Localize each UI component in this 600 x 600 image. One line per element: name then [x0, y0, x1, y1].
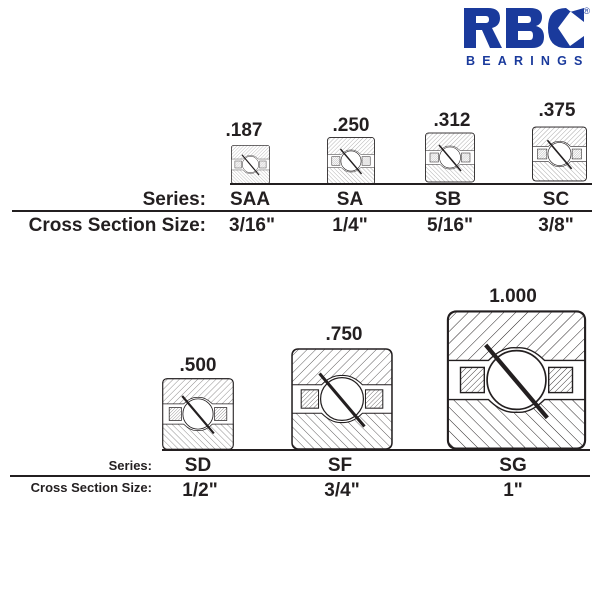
cross-section-row-label: Cross Section Size:	[30, 480, 152, 495]
bearing-cross-section-sf	[291, 348, 393, 450]
bearing-cross-section-sg	[446, 310, 587, 450]
value-label: .250	[332, 115, 370, 136]
value-label: .750	[325, 324, 363, 345]
series-row-label: Series:	[108, 458, 152, 473]
cross-section-size: 1"	[503, 480, 523, 501]
registered-mark: ®	[583, 6, 590, 16]
cross-section-size: 3/8"	[538, 215, 574, 236]
baseline-divider	[230, 183, 592, 185]
value-label: .187	[225, 120, 263, 141]
series-name: SF	[327, 455, 353, 476]
bearing-cross-section-sb	[425, 132, 475, 183]
series-name: SA	[336, 189, 364, 210]
baseline-divider	[162, 449, 590, 451]
bearing-cross-section-sc	[532, 126, 587, 182]
series-name: SAA	[229, 189, 271, 210]
cross-section-size: 3/4"	[324, 480, 360, 501]
series-name: SB	[434, 189, 462, 210]
value-label: .375	[538, 100, 576, 121]
series-name: SD	[184, 455, 212, 476]
series-name: SC	[542, 189, 570, 210]
cross-section-size: 1/4"	[332, 215, 368, 236]
bearing-cross-section-sa	[327, 137, 375, 185]
series-name: SG	[499, 455, 527, 476]
cross-section-size: 1/2"	[182, 480, 218, 501]
logo-subtitle: BEARINGS	[466, 54, 590, 68]
row-divider	[10, 475, 590, 477]
value-label: .312	[433, 110, 471, 131]
cross-section-size: 3/16"	[229, 215, 275, 236]
cross-section-size: 5/16"	[427, 215, 473, 236]
value-label: .500	[179, 355, 217, 376]
bearing-cross-section-sd	[162, 378, 234, 450]
bearing-cross-section-saa	[231, 145, 270, 184]
cross-section-row-label: Cross Section Size:	[28, 215, 206, 236]
rbc-bearings-logo: ® BEARINGS	[462, 6, 590, 68]
rbc-logo-icon	[464, 8, 584, 48]
value-label: 1.000	[489, 286, 537, 307]
series-row-label: Series:	[142, 189, 206, 210]
row-divider	[12, 210, 592, 212]
